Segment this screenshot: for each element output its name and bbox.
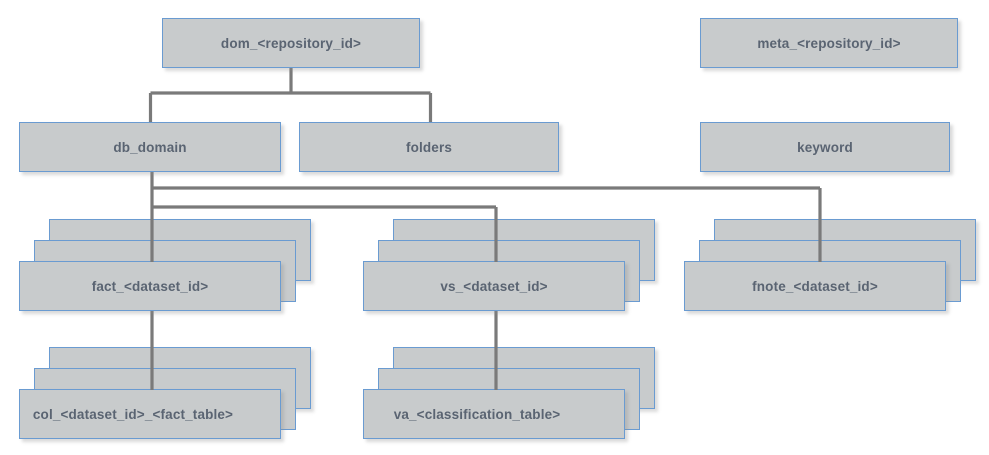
node-label: keyword — [797, 139, 853, 155]
node-fact-dataset[interactable]: fact_<dataset_id> — [19, 219, 339, 311]
node-vs-dataset[interactable]: vs_<dataset_id> — [363, 219, 683, 311]
node-label: dom_<repository_id> — [220, 35, 362, 51]
node-va-classification[interactable]: va_<classification_table> — [363, 347, 683, 439]
stack-layer-front[interactable]: vs_<dataset_id> — [363, 261, 625, 311]
node-label: fact_<dataset_id> — [91, 278, 209, 294]
node-dom-repository[interactable]: dom_<repository_id> — [162, 18, 420, 68]
stack-layer-front[interactable]: va_<classification_table> — [363, 389, 625, 439]
node-label: folders — [405, 139, 453, 155]
node-keyword[interactable]: keyword — [700, 122, 950, 172]
node-meta-repository[interactable]: meta_<repository_id> — [700, 18, 958, 68]
stack-layer-front[interactable]: fact_<dataset_id> — [19, 261, 281, 311]
node-fnote-dataset[interactable]: fnote_<dataset_id> — [684, 219, 989, 311]
node-label: va_<classification_table> — [393, 406, 561, 422]
node-col-dataset-fact[interactable]: col_<dataset_id>_<fact_table> — [19, 347, 339, 439]
stack-layer-front[interactable]: fnote_<dataset_id> — [684, 261, 946, 311]
node-label: vs_<dataset_id> — [440, 278, 548, 294]
node-label: db_domain — [113, 139, 187, 155]
node-folders[interactable]: folders — [299, 122, 559, 172]
node-label: fnote_<dataset_id> — [752, 278, 878, 294]
node-label: meta_<repository_id> — [757, 35, 901, 51]
node-label: col_<dataset_id>_<fact_table> — [32, 406, 234, 422]
stack-layer-front[interactable]: col_<dataset_id>_<fact_table> — [19, 389, 281, 439]
node-db-domain[interactable]: db_domain — [19, 122, 281, 172]
